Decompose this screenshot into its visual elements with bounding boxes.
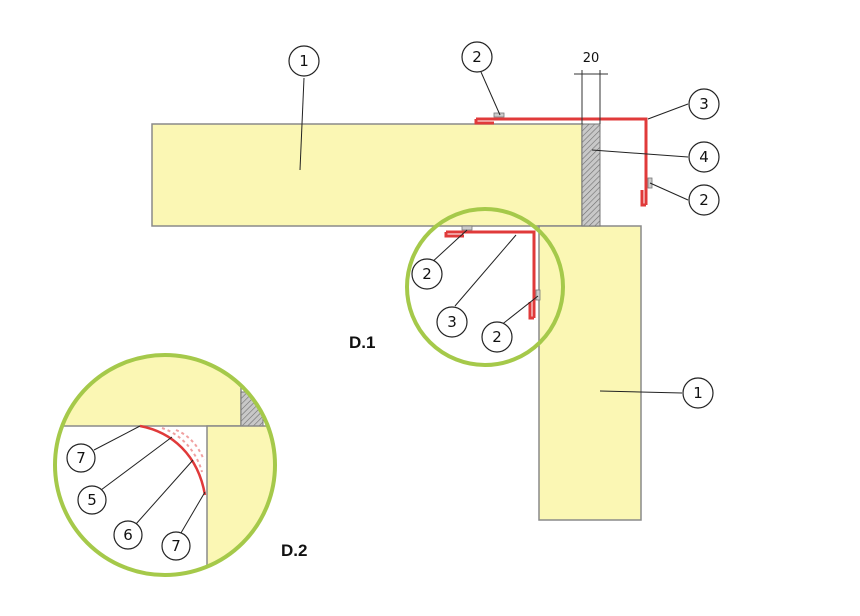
svg-text:3: 3 xyxy=(699,95,709,113)
leader-line xyxy=(480,71,501,116)
leader-line xyxy=(100,436,173,491)
leader-line xyxy=(177,491,206,539)
outer-profile-side-hem xyxy=(640,190,646,207)
callout-6: 6 xyxy=(113,520,143,550)
callout-2-top: 2 xyxy=(461,41,493,73)
detail-label-d2: D.2 xyxy=(281,541,307,560)
callout-3-inner: 3 xyxy=(436,306,468,338)
inner-corner-profile xyxy=(446,230,536,318)
svg-text:6: 6 xyxy=(123,526,133,544)
rivet-icon xyxy=(535,289,541,301)
callout-1-right: 1 xyxy=(682,377,714,409)
leader-line xyxy=(591,149,689,158)
d2-construction-arc xyxy=(161,427,203,473)
vertical-panel xyxy=(538,225,642,521)
svg-text:5: 5 xyxy=(87,491,97,509)
svg-text:4: 4 xyxy=(699,148,709,166)
svg-text:3: 3 xyxy=(447,313,457,331)
inner-profile-side-hem xyxy=(528,302,534,320)
svg-text:2: 2 xyxy=(472,48,482,66)
svg-text:1: 1 xyxy=(693,384,703,402)
inner-profile-top-hem xyxy=(444,232,464,238)
callout-7-upper: 7 xyxy=(66,443,96,473)
detail-ring-d2 xyxy=(53,353,277,577)
horizontal-panel xyxy=(151,123,583,227)
detail-label-d1: D.1 xyxy=(349,333,375,352)
leader-line xyxy=(299,77,305,171)
rivet-icon xyxy=(461,225,473,231)
leader-line xyxy=(647,103,689,120)
callout-2-inner-b: 2 xyxy=(481,321,513,353)
outer-corner-profile xyxy=(476,117,648,205)
svg-text:1: 1 xyxy=(299,52,309,70)
callout-2-right: 2 xyxy=(688,184,720,216)
leader-line xyxy=(429,229,468,265)
callout-3-right: 3 xyxy=(688,88,720,120)
callout-5: 5 xyxy=(77,485,107,515)
d2-curved-profile xyxy=(139,424,207,496)
svg-text:2: 2 xyxy=(422,265,432,283)
svg-text:2: 2 xyxy=(492,328,502,346)
sealant-strip xyxy=(581,123,601,227)
callout-7-lower: 7 xyxy=(161,531,191,561)
leader-line xyxy=(454,234,517,307)
callout-2-inner-a: 2 xyxy=(411,258,443,290)
leader-line xyxy=(649,182,689,201)
leader-line xyxy=(135,459,194,525)
dimension-value: 20 xyxy=(583,51,600,66)
d2-construction-arc xyxy=(175,429,205,461)
detail-d2: 7 5 6 7 xyxy=(53,353,277,577)
outer-profile-top-hem xyxy=(474,119,494,125)
leader-line xyxy=(93,425,141,451)
svg-text:2: 2 xyxy=(699,191,709,209)
svg-text:7: 7 xyxy=(171,537,181,555)
callout-4-right: 4 xyxy=(688,141,720,173)
leader-line xyxy=(599,390,683,394)
svg-text:7: 7 xyxy=(76,449,86,467)
leader-line xyxy=(499,295,539,327)
detail-ring-d1 xyxy=(405,207,565,367)
callout-1-top: 1 xyxy=(288,45,320,77)
